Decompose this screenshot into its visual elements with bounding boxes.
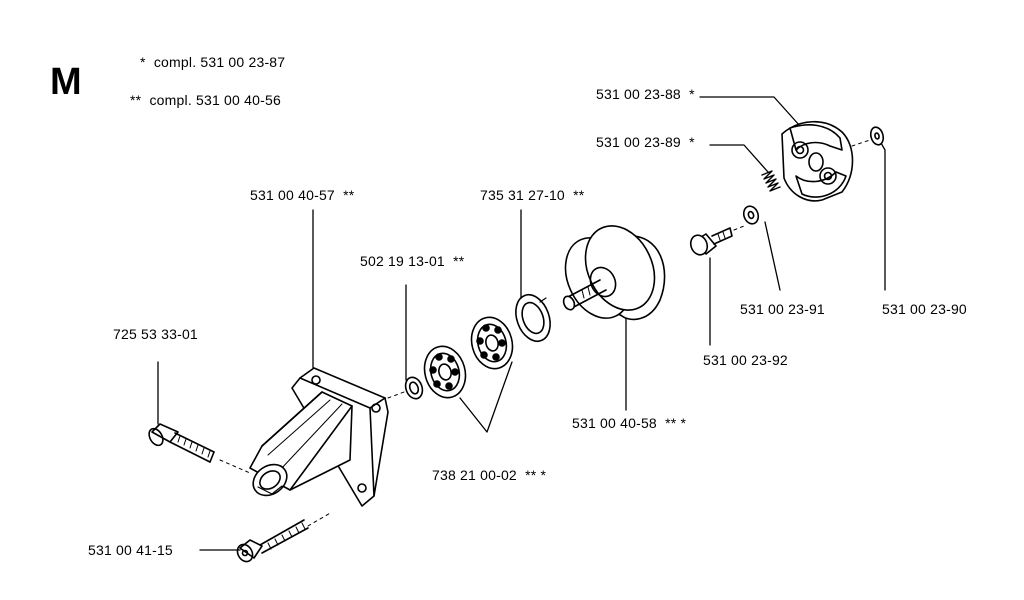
part-mark: **	[453, 253, 465, 269]
part-mark: *	[689, 86, 695, 102]
leader-p1	[699, 96, 801, 127]
part-label-502-19-13-01: 502 19 13-01 **	[360, 253, 464, 269]
bolt-axis-upper	[219, 459, 251, 474]
retaining-ring	[515, 293, 551, 343]
part-mark: **	[573, 187, 585, 203]
clutch-housing	[249, 367, 389, 507]
axis-shoes-washer	[851, 139, 871, 147]
axis-housing-clip	[387, 391, 405, 399]
part-label-531-00-23-91: 531 00 23-91	[740, 301, 825, 317]
washer-small	[742, 205, 760, 225]
bearing-front	[423, 345, 467, 399]
clutch-drum	[562, 225, 666, 321]
part-mark: ** *	[525, 467, 547, 483]
part-number: 735 31 27-10	[480, 187, 565, 203]
bearing-rear	[470, 316, 514, 370]
part-number: 738 21 00-02	[432, 467, 517, 483]
part-number: 531 00 23-90	[882, 301, 967, 317]
clutch-shoes	[781, 121, 854, 202]
part-label-735-31-27-10: 735 31 27-10 **	[480, 187, 584, 203]
part-label-725-53-33-01: 725 53 33-01	[113, 326, 198, 342]
legend-text: compl. 531 00 40-56	[149, 92, 281, 108]
legend-mark: **	[130, 92, 142, 108]
part-label-531-00-40-57: 531 00 40-57 **	[250, 187, 354, 203]
clutch-screw	[689, 227, 733, 256]
part-number: 531 00 23-89	[596, 134, 681, 150]
circlip-small	[404, 376, 424, 400]
part-label-531-00-41-15: 531 00 41-15	[88, 542, 173, 558]
bolt-lower	[236, 519, 309, 563]
leader-lines	[157, 96, 886, 551]
part-number: 531 00 40-57	[250, 187, 335, 203]
part-number: 531 00 40-58	[572, 415, 657, 431]
leader-p7	[876, 135, 886, 291]
part-mark: ** *	[665, 415, 687, 431]
leader-p11	[459, 361, 513, 433]
part-number: 725 53 33-01	[113, 326, 198, 342]
part-mark: **	[343, 187, 355, 203]
part-label-738-21-00-02: 738 21 00-02 ** *	[432, 467, 546, 483]
bolt-upper	[148, 423, 215, 463]
clutch-spring	[761, 170, 781, 192]
part-label-531-00-23-90: 531 00 23-90	[882, 301, 967, 317]
axis-screw-washer	[733, 225, 745, 231]
part-number: 531 00 23-91	[740, 301, 825, 317]
bolt-axis-lower	[307, 511, 333, 527]
section-letter: M	[50, 61, 82, 103]
legend-row-double-star: ** compl. 531 00 40-56	[130, 92, 281, 108]
legend-mark: *	[140, 54, 146, 70]
legend-text: compl. 531 00 23-87	[153, 54, 286, 70]
part-number: 502 19 13-01	[360, 253, 445, 269]
leader-p2	[709, 144, 769, 173]
part-label-531-00-23-89: 531 00 23-89 *	[596, 134, 695, 150]
washer-large	[869, 126, 885, 146]
part-label-531-00-40-58: 531 00 40-58 ** *	[572, 415, 686, 431]
legend-row-single-star: * compl. 531 00 23-87	[140, 54, 285, 70]
part-number: 531 00 23-88	[596, 86, 681, 102]
part-mark: *	[689, 134, 695, 150]
part-number: 531 00 41-15	[88, 542, 173, 558]
part-number: 531 00 23-92	[703, 352, 788, 368]
leader-p6	[764, 221, 781, 291]
part-label-531-00-23-92: 531 00 23-92	[703, 352, 788, 368]
part-label-531-00-23-88: 531 00 23-88 *	[596, 86, 695, 102]
